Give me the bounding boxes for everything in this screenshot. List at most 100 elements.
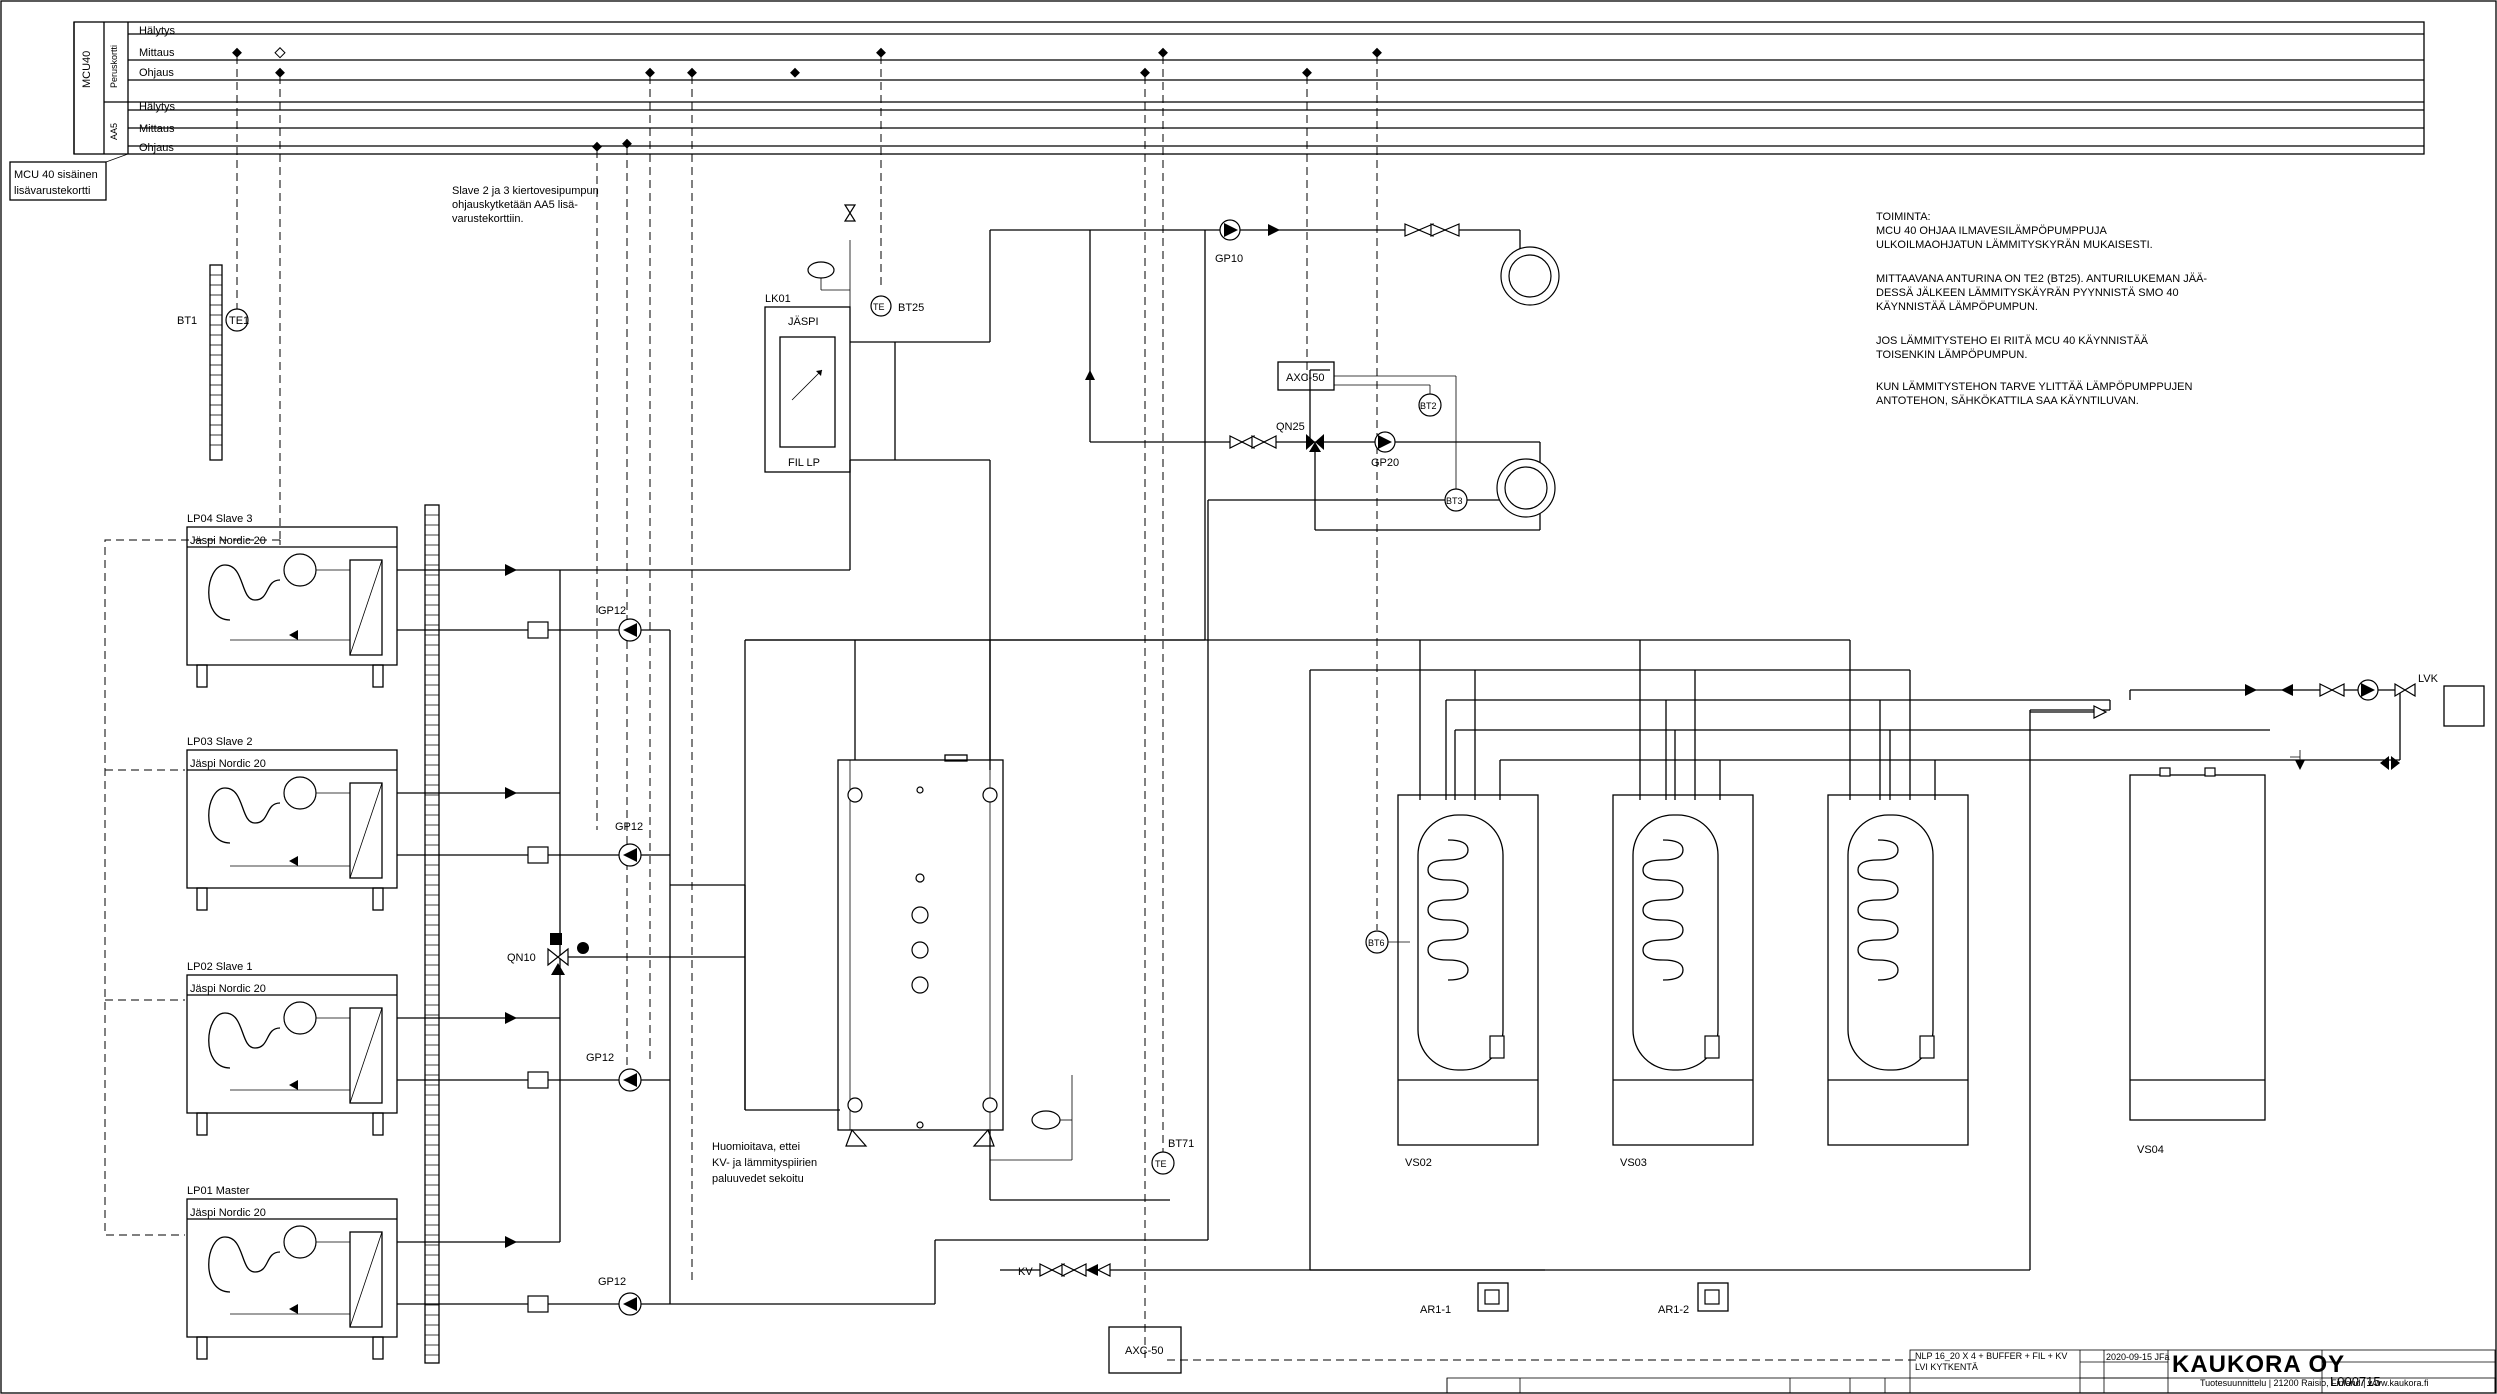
heat-pump-lp03: LP03 Slave 2 Jäspi Nordic 20 <box>186 736 398 911</box>
function-line-4: MITTAAVANA ANTURINA ON TE2 (BT25). ANTUR… <box>1876 273 2207 285</box>
lp04-id: LP04 Slave 3 <box>187 513 252 525</box>
gp12-lp04-label: GP12 <box>598 605 626 617</box>
water-heater-vs04: VS04 <box>2129 767 2266 1156</box>
fil-lp-unit: LK01 JÄSPI FIL LP TE BT25 <box>764 204 924 473</box>
bt25-label: BT25 <box>898 302 924 314</box>
title-desc-line1: NLP 16_20 X 4 + BUFFER + FIL + KV <box>1915 1351 2067 1361</box>
axc50-bottom: AXC-50 <box>1108 1326 1182 1374</box>
function-line-5: DESSÄ JÄLKEEN LÄMMITYSKÄYRÄN PYYNNISTÄ S… <box>1876 287 2179 299</box>
panel-bus-frame <box>73 21 2425 155</box>
lp03-model: Jäspi Nordic 20 <box>190 758 266 770</box>
water-heater-vs03: VS03 <box>1612 794 1754 1169</box>
lp02-model: Jäspi Nordic 20 <box>190 983 266 995</box>
slave-note-line3: varustekorttiin. <box>452 213 524 225</box>
wall-strip <box>424 504 440 1364</box>
vs04-label: VS04 <box>2137 1144 2164 1156</box>
lp01-model: Jäspi Nordic 20 <box>190 1207 266 1219</box>
title-desc-line2: LVI KYTKENTÄ <box>1915 1362 1978 1372</box>
gp12-lp01-label: GP12 <box>598 1276 626 1288</box>
internal-card-line2: lisävarustekortti <box>14 185 90 197</box>
function-line-1: MCU 40 OHJAA ILMAVESILÄMPÖPUMPPUJA <box>1876 225 2108 237</box>
heat-pump-piping <box>397 460 1208 1305</box>
gp10-label: GP10 <box>1215 253 1243 265</box>
group-aa5-label: AA5 <box>109 123 119 140</box>
drawing-number: L000715 <box>2330 1374 2381 1389</box>
heat-pump-lp01: LP01 Master Jäspi Nordic 20 <box>186 1185 398 1360</box>
function-line-11: KUN LÄMMITYSTEHON TARVE YLITTÄÄ LÄMPÖPUM… <box>1876 381 2192 393</box>
ar1-1-device: AR1-1 <box>1420 1282 1509 1316</box>
lp03-id: LP03 Slave 2 <box>187 736 252 748</box>
gp12-lp02-label: GP12 <box>586 1052 614 1064</box>
hp-circulation-pumps: GP12 GP12 GP12 GP12 <box>505 564 643 1316</box>
title-block: NLP 16_20 X 4 + BUFFER + FIL + KV LVI KY… <box>1446 1349 2496 1394</box>
heat-pump-lp02: LP02 Slave 1 Jäspi Nordic 20 <box>186 961 398 1136</box>
bt3-label: BT3 <box>1446 496 1463 506</box>
ar1-2-device: AR1-2 <box>1658 1282 1729 1316</box>
function-line-12: ANTOTEHON, SÄHKÖKATTILA SAA KÄYNTILUVAN. <box>1876 395 2139 407</box>
lp01-id: LP01 Master <box>187 1185 250 1197</box>
row-ohjaus-1: Ohjaus <box>139 67 174 79</box>
heating-pipes-top <box>744 229 1541 1240</box>
slave-note-line2: ohjauskytketään AA5 lisä- <box>452 199 578 211</box>
row-halytys-1: Hälytys <box>139 25 176 37</box>
gp12-lp03-label: GP12 <box>615 821 643 833</box>
axc50-top-label: AXC-50 <box>1286 372 1325 384</box>
internal-card-line1: MCU 40 sisäinen <box>14 169 98 181</box>
qn10-label: QN10 <box>507 952 536 964</box>
row-halytys-2: Hälytys <box>139 101 176 113</box>
vs02-label: VS02 <box>1405 1157 1432 1169</box>
axc50-bottom-label: AXC-50 <box>1125 1345 1164 1357</box>
te-bt25-label: TE <box>873 302 885 312</box>
signal-lines <box>104 56 1920 1361</box>
row-ohjaus-2: Ohjaus <box>139 142 174 154</box>
te1-label: TE1 <box>229 315 249 327</box>
vs03-label: VS03 <box>1620 1157 1647 1169</box>
kv-inlet: KV <box>1018 1263 1111 1278</box>
row-mittaus-2: Mittaus <box>139 123 175 135</box>
ar1-1-label: AR1-1 <box>1420 1304 1451 1316</box>
control-panel: MCU40 Peruskortti AA5 Hälytys Mittaus Oh… <box>9 21 2425 201</box>
bt6-sensor: BT6 <box>1365 930 1410 954</box>
water-heater-vs02: VS02 <box>1397 794 1539 1169</box>
internal-card-box <box>9 161 107 201</box>
heating-circuit-2-controls: AXC-50 BT2 BT3 GP20 QN25 <box>1085 361 1468 512</box>
bt71-te-label: TE <box>1155 1159 1167 1169</box>
bt71-sensor: TE BT71 <box>1151 1138 1194 1175</box>
lvk-connection: LVK <box>2030 673 2485 770</box>
company-sub: Tuotesuunnittelu | 21200 Raisio, Finland… <box>2200 1378 2428 1388</box>
lvk-label: LVK <box>2418 673 2439 685</box>
lk01-label: LK01 <box>765 293 791 305</box>
function-line-8: JOS LÄMMITYSTEHO EI RIITÄ MCU 40 KÄYNNIS… <box>1876 335 2149 347</box>
bt1-label: BT1 <box>177 315 197 327</box>
bt71-label: BT71 <box>1168 1138 1194 1150</box>
gp10-pump: GP10 <box>1215 219 1460 265</box>
ar1-2-label: AR1-2 <box>1658 1304 1689 1316</box>
function-line-9: TOISENKIN LÄMPÖPUMPUN. <box>1876 349 2027 361</box>
kv-label: KV <box>1018 1266 1033 1278</box>
warning-line2: KV- ja lämmityspiirien <box>712 1157 817 1169</box>
warning-line1: Huomioitava, ettei <box>712 1141 800 1153</box>
bt2-label: BT2 <box>1420 401 1437 411</box>
lp02-id: LP02 Slave 1 <box>187 961 252 973</box>
function-description: TOIMINTA: MCU 40 OHJAA ILMAVESILÄMPÖPUMP… <box>1876 211 2207 407</box>
warning-line3: paluuvedet sekoitu <box>712 1173 804 1185</box>
mcu-label: MCU40 <box>81 51 93 88</box>
company-name: KAUKORA OY <box>2172 1351 2345 1378</box>
slave-note-line1: Slave 2 ja 3 kiertovesipumpun <box>452 185 599 197</box>
qn10-valve: QN10 <box>507 933 589 975</box>
function-line-2: ULKOILMAOHJATUN LÄMMITYSKYRÄN MUKAISESTI… <box>1876 239 2153 251</box>
function-line-6: KÄYNNISTÄÄ LÄMPÖPUMPUN. <box>1876 301 2038 313</box>
fil-lp-label: FIL LP <box>788 457 820 469</box>
buffer-tank <box>837 640 1170 1201</box>
water-heater-vs-third <box>1827 794 1969 1146</box>
group-peruskortti-label: Peruskortti <box>109 45 119 88</box>
heat-pump-lp04: LP04 Slave 3 Jäspi Nordic 20 <box>186 513 398 688</box>
row-mittaus-1: Mittaus <box>139 47 175 59</box>
bt6-label: BT6 <box>1368 938 1385 948</box>
outdoor-sensor: TE1 BT1 <box>177 264 249 461</box>
gp20-label: GP20 <box>1371 457 1399 469</box>
lp04-model: Jäspi Nordic 20 <box>190 535 266 547</box>
